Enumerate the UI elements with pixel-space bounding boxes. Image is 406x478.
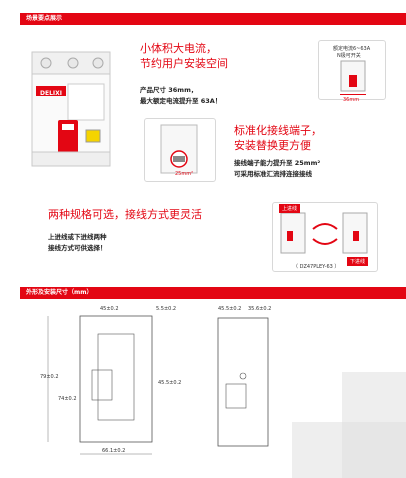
top-feed-tag: 上进线 — [279, 204, 301, 213]
dim-front-depth: 74±0.2 — [58, 396, 77, 402]
feature1-headline: 小体积大电流， 节约用户安装空间 — [140, 42, 228, 70]
terminal-area-label: 25mm² — [175, 171, 194, 177]
feature2-terminal-card: 25mm² — [144, 118, 216, 182]
bottom-feed-tag: 下进线 — [347, 257, 369, 266]
decor-block-1 — [342, 372, 406, 422]
dim-front-inner: 45.5±0.2 — [158, 380, 182, 386]
product-image: DELIXI — [28, 48, 114, 168]
mini-breaker-icon — [340, 60, 366, 92]
front-view-outline — [47, 315, 153, 455]
dim-front-top-right: 5.5±0.2 — [156, 306, 177, 312]
spec-current: 额定电流6~63A — [333, 46, 371, 52]
feature1-spec-card: 额定电流6~63A N极可开关 — [318, 40, 386, 100]
section-header-features: 场景要点展示 — [20, 13, 406, 25]
decor-block-3 — [342, 422, 406, 478]
rcbo-breaker-illustration — [31, 51, 111, 167]
feature3-body: 上进线或下进线两种 接线方式可供选择！ — [48, 233, 107, 252]
spec-n-pole: N极可开关 — [337, 53, 361, 59]
feature1-width-label: 36mm — [343, 97, 360, 103]
section-header-dimensions: 外形及安装尺寸（mm） — [20, 287, 406, 299]
side-view-outline — [217, 317, 269, 447]
dim-front-height: 79±0.2 — [40, 374, 59, 380]
dim-front-bottom: 66.1±0.2 — [102, 448, 126, 454]
model-label: （ DZ47PLEY-63 ） — [293, 264, 340, 270]
feature3-headline: 两种规格可选，接线方式更灵活 — [48, 208, 202, 221]
wiring-options-illustration — [280, 212, 368, 254]
feature1-body: 产品尺寸 36mm， 最大额定电流提升至 63A！ — [140, 86, 222, 105]
dim-side-top-left: 45.5±0.2 — [218, 306, 242, 312]
side-view-drawing: 45.5±0.2 35.6±0.2 — [212, 304, 282, 454]
feature2-body: 接线端子能力提升至 25mm² 可采用标准汇流排连接接线 — [234, 159, 321, 178]
dim-front-top-left: 45±0.2 — [100, 306, 119, 312]
feature1-width-line — [340, 94, 366, 95]
feature2-headline: 标准化接线端子， 安装替换更方便 — [234, 124, 322, 152]
feature3-wiring-card: 上进线 下进线 （ DZ47PLEY-63 ） — [272, 202, 378, 272]
terminal-closeup-icon — [160, 124, 198, 174]
decor-block-2 — [292, 422, 342, 478]
brand-logo: DELIXI — [40, 90, 62, 97]
dim-side-top-right: 35.6±0.2 — [248, 306, 272, 312]
front-view-drawing: 45±0.2 5.5±0.2 79±0.2 45.5±0.2 74±0.2 66… — [40, 304, 200, 464]
